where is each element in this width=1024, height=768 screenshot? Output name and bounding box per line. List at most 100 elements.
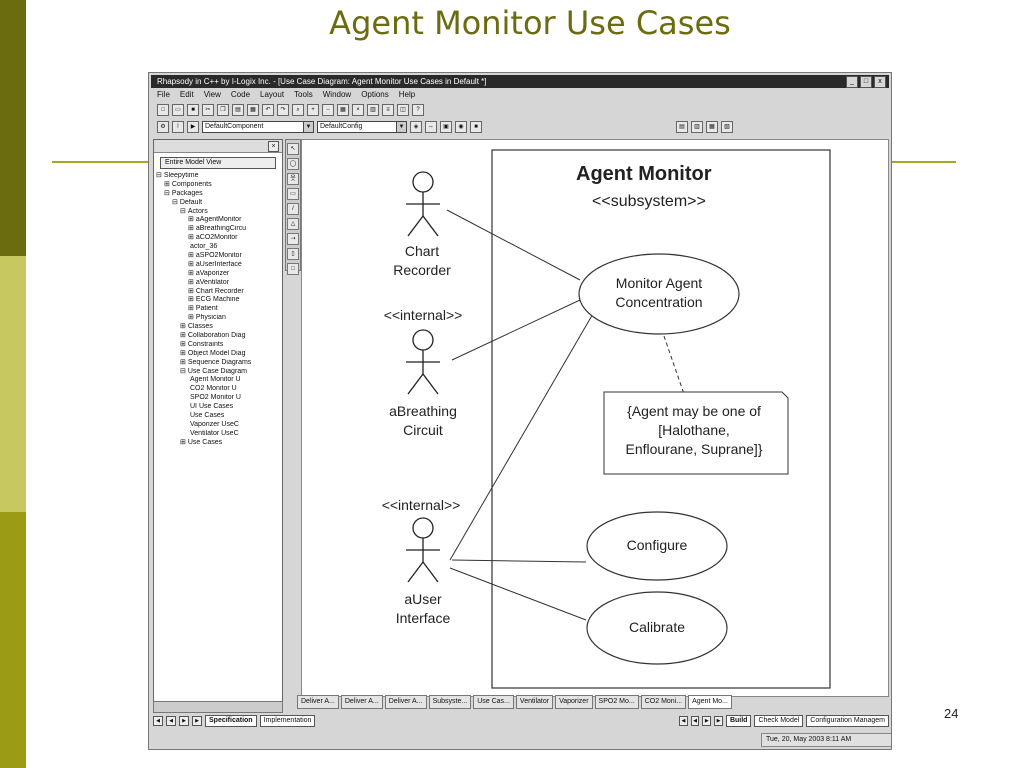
browser-view-select[interactable]: Entire Model View [160, 157, 276, 169]
generalization-tool-icon[interactable]: △ [287, 218, 299, 230]
tab-build[interactable]: Build [725, 715, 752, 727]
find-icon[interactable]: ⌕ [292, 104, 304, 116]
tab-vaporizer[interactable]: Vaporizer [555, 695, 593, 709]
tree-expander-icon[interactable]: ⊞ [188, 296, 194, 304]
menu-tools[interactable]: Tools [294, 90, 313, 99]
zoom-in-icon[interactable]: + [307, 104, 319, 116]
tree-item[interactable]: ⊞Physician [156, 314, 280, 323]
tree-expander-icon[interactable]: ⊞ [188, 305, 194, 313]
tree-item[interactable]: Vaporizer UseC [156, 421, 280, 430]
next-tab-icon[interactable]: ▶ [179, 716, 189, 726]
menu-help[interactable]: Help [398, 90, 416, 99]
close-button[interactable]: x [874, 76, 886, 88]
tree-item[interactable]: UI Use Cases [156, 403, 280, 412]
use-case-monitor[interactable]: Monitor Agent Concentration [589, 274, 729, 312]
tree-expander-icon[interactable]: ⊞ [164, 180, 170, 188]
prev-output-tab-icon[interactable]: ◀ [690, 716, 700, 726]
properties-icon[interactable]: ≡ [382, 104, 394, 116]
tree-item[interactable]: ⊞aSPO2Monitor [156, 252, 280, 261]
select-arrow-icon[interactable]: ↖ [287, 143, 299, 155]
tree-item[interactable]: ⊞Sequence Diagrams [156, 359, 280, 368]
boundary-tool-icon[interactable]: □ [287, 263, 299, 275]
tab-deliver-1[interactable]: Deliver A... [297, 695, 339, 709]
tree-item[interactable]: ⊟Actors [156, 208, 280, 217]
tree-item[interactable]: ⊞Classes [156, 323, 280, 332]
redo-icon[interactable]: ↷ [277, 104, 289, 116]
component-combo[interactable]: DefaultComponent ▼ [202, 121, 314, 133]
copy-icon[interactable]: ❐ [217, 104, 229, 116]
tree-item[interactable]: ⊞aCO2Monitor [156, 234, 280, 243]
tab-deliver-3[interactable]: Deliver A... [384, 695, 427, 709]
delete-icon[interactable]: × [352, 104, 364, 116]
paste-icon[interactable]: ▤ [232, 104, 244, 116]
tab-agent-monitor[interactable]: Agent Mo... [688, 695, 732, 709]
tile-icon[interactable]: ▥ [691, 121, 703, 133]
tree-item[interactable]: CO2 Monitor U [156, 385, 280, 394]
next-output-tab-icon[interactable]: ▶ [702, 716, 712, 726]
tree-item[interactable]: Use Cases [156, 412, 280, 421]
tab-use-cases[interactable]: Use Cas... [473, 695, 514, 709]
browser-icon[interactable]: ▣ [440, 121, 452, 133]
tree-item[interactable]: ⊟Sleepytime [156, 172, 280, 181]
make-icon[interactable]: ⇔ [425, 121, 437, 133]
tree-item[interactable]: ⊞aVaporizer [156, 270, 280, 279]
tab-configuration-management[interactable]: Configuration Managem [806, 715, 890, 727]
layout-icon[interactable]: ▥ [367, 104, 379, 116]
tree-item[interactable]: ⊞aBreathingCircu [156, 225, 280, 234]
tree-item[interactable]: Agent Monitor U [156, 376, 280, 385]
tree-item[interactable]: ⊞aUserInterface [156, 261, 280, 270]
open-folder-icon[interactable]: ▭ [172, 104, 184, 116]
tree-expander-icon[interactable]: ⊟ [156, 172, 162, 179]
menu-options[interactable]: Options [361, 90, 389, 99]
zoom-out-icon[interactable]: − [322, 104, 334, 116]
tab-ventilator[interactable]: Ventilator [515, 695, 554, 709]
maximize-button[interactable]: □ [860, 76, 872, 88]
menu-view[interactable]: View [203, 90, 221, 99]
cascade-icon[interactable]: ▦ [706, 121, 718, 133]
use-case-configure[interactable]: Configure [626, 537, 688, 553]
tree-item[interactable]: ⊟Use Case Diagram [156, 368, 280, 377]
tree-expander-icon[interactable]: ⊞ [180, 349, 186, 357]
tab-deliver-2[interactable]: Deliver A... [340, 695, 383, 709]
new-file-icon[interactable]: □ [157, 104, 169, 116]
tree-expander-icon[interactable]: ⊞ [188, 260, 194, 268]
browser-scrollbar[interactable] [153, 701, 283, 713]
tree-expander-icon[interactable]: ⊞ [188, 252, 194, 260]
use-case-tool-icon[interactable]: ◯ [287, 158, 299, 170]
tree-expander-icon[interactable]: ⊞ [180, 323, 186, 331]
tree-item[interactable]: ⊞Constraints [156, 341, 280, 350]
tree-item[interactable]: ⊞Use Cases [156, 439, 280, 448]
actor-tool-icon[interactable]: 웃 [287, 173, 299, 185]
prev-tab-icon[interactable]: ◀ [166, 716, 176, 726]
tree-expander-icon[interactable]: ⊞ [180, 438, 186, 446]
grid-icon[interactable]: ▦ [337, 104, 349, 116]
tree-item[interactable]: ⊞ECG Machine [156, 296, 280, 305]
build-icon[interactable]: ! [172, 121, 184, 133]
menu-window[interactable]: Window [322, 90, 352, 99]
print-icon[interactable]: ▦ [247, 104, 259, 116]
menu-edit[interactable]: Edit [179, 90, 194, 99]
tree-expander-icon[interactable]: ⊟ [164, 189, 170, 197]
tree-expander-icon[interactable]: ⊟ [172, 198, 178, 206]
tab-co2[interactable]: CO2 Moni... [640, 695, 687, 709]
use-case-calibrate[interactable]: Calibrate [628, 619, 686, 635]
tree-item[interactable]: ⊞aVentilator [156, 279, 280, 288]
tab-check-model[interactable]: Check Model [754, 715, 804, 727]
config-combo[interactable]: DefaultConfig ▼ [317, 121, 407, 133]
tree-expander-icon[interactable]: ⊞ [188, 216, 194, 224]
tree-expander-icon[interactable]: ⊞ [188, 278, 194, 286]
arrange-icon[interactable]: ▧ [721, 121, 733, 133]
minimize-button[interactable]: _ [846, 76, 858, 88]
diagram-icon[interactable]: ◫ [397, 104, 409, 116]
first-tab-icon[interactable]: ◀ [153, 716, 163, 726]
menu-code[interactable]: Code [230, 90, 251, 99]
diagram-canvas[interactable]: Agent Monitor <<subsystem>> Chart Record… [301, 139, 889, 697]
tree-expander-icon[interactable]: ⊟ [180, 207, 186, 215]
undo-icon[interactable]: ↶ [262, 104, 274, 116]
tab-subsystem[interactable]: Subsyste... [428, 695, 472, 709]
tree-expander-icon[interactable]: ⊟ [180, 367, 186, 375]
menu-file[interactable]: File [157, 90, 170, 99]
dependency-tool-icon[interactable]: ⇢ [287, 233, 299, 245]
tree-item[interactable]: ⊞Chart Recorder [156, 288, 280, 297]
tree-item[interactable]: ⊞Patient [156, 305, 280, 314]
